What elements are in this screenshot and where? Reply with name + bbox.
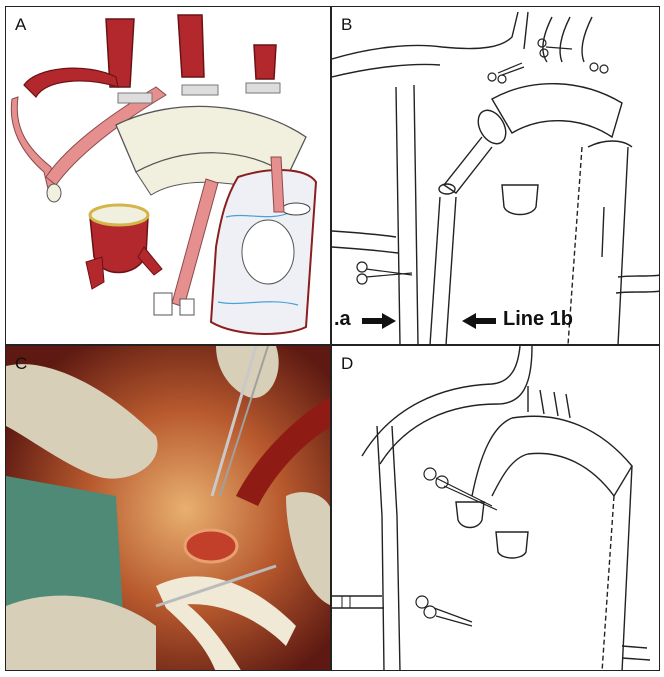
scissors-icon [357,262,412,284]
panel-b: B [331,6,660,345]
root-anastomosis [90,205,148,225]
scissors-icon-top [488,39,608,83]
graft-cap [47,184,61,202]
clamp-1 [118,93,152,103]
panel-a-label: A [15,15,26,35]
clamp-2 [182,85,218,95]
scissors-icon-lower [416,596,472,626]
surgical-photo [6,346,331,671]
panel-d-label: D [341,354,353,374]
perfusion-line [172,179,218,307]
panel-d: D [331,345,660,671]
subclavian-vessel [254,45,276,79]
scissors-icon-upper [424,468,497,510]
arrow-left-icon [462,313,476,329]
panel-b-illustration [332,7,660,345]
connector-1 [154,293,172,315]
axillary-artery [24,68,118,97]
carotid-vessel [178,15,204,77]
panel-d-illustration [332,346,660,671]
line-label-right: Line 1b [503,308,573,331]
panel-c-label: C [15,354,27,374]
panel-a-illustration [6,7,331,345]
panel-a: A [5,6,331,345]
line-label-left: .a [334,308,351,331]
arrow-right-icon [382,313,396,329]
connector-2 [180,299,194,315]
panel-c: C [5,345,331,671]
clamp-3 [246,83,280,93]
panel-b-label: B [341,15,352,35]
